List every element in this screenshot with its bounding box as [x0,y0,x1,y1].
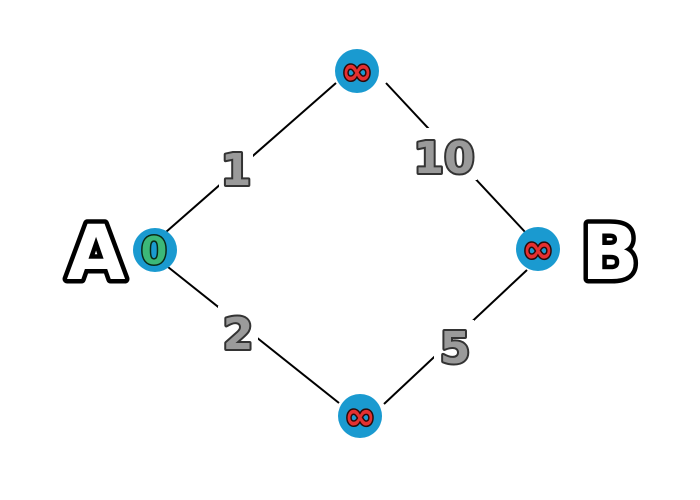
edge-weight-5: 5 [440,323,471,374]
weight-bg-10 [411,128,477,180]
weight-bg-2 [218,306,258,358]
node-top-distance: ∞ [341,49,373,93]
node-top [335,49,379,93]
node-bottom-distance: ∞ [344,394,376,438]
edge-weight-2: 2 [223,309,254,360]
node-b [516,227,560,271]
node-b-label: B [581,208,639,297]
edge-weight-1: 1 [221,145,252,196]
node-a-distance: 0 [141,229,167,273]
node-b-distance: ∞ [522,227,554,271]
node-a [133,228,177,272]
weight-bg-1 [219,143,253,191]
weight-bg-5 [434,320,474,372]
edge-weight-10: 10 [413,133,474,184]
node-a-label: A [67,208,126,297]
node-bottom [338,394,382,438]
